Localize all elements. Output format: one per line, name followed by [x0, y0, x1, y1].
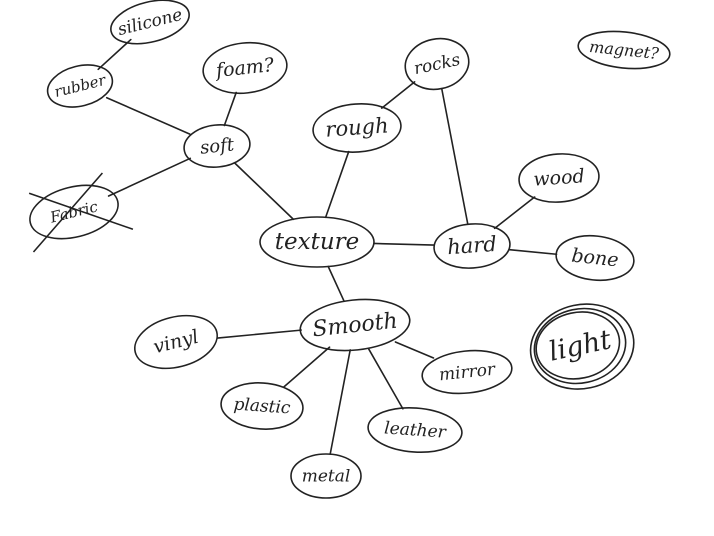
node-mirror-label: mirror [438, 360, 497, 386]
node-foam-label: foam? [213, 54, 276, 82]
node-vinyl: vinyl [134, 314, 218, 370]
node-light-outline [533, 307, 627, 385]
edge-rocks-rough [380, 81, 416, 109]
node-smooth: Smooth [299, 298, 411, 352]
node-rubber-label: rubber [53, 71, 109, 101]
node-soft: soft [183, 124, 251, 168]
node-fabric-strike-1 [32, 172, 104, 253]
edge-soft-texture [234, 162, 295, 221]
node-foam: foam? [202, 41, 288, 95]
node-light-outer-outline [529, 303, 635, 390]
node-soft-label: soft [199, 134, 236, 159]
node-magnet-outline [577, 30, 671, 70]
node-rubber: rubber [46, 64, 114, 108]
node-rough: rough [312, 103, 402, 153]
node-metal-label: metal [302, 467, 351, 487]
node-plastic: plastic [220, 382, 304, 430]
node-silicone: silicone [110, 0, 190, 45]
node-magnet: magnet? [577, 30, 671, 70]
node-smooth-label: Smooth [311, 309, 399, 343]
edge-texture-smooth [327, 265, 345, 302]
edge-smooth-leather [368, 348, 404, 410]
node-vinyl-label: vinyl [151, 326, 201, 358]
node-plastic-label: plastic [233, 395, 292, 419]
node-texture-outline [259, 216, 375, 268]
node-light-label: light [546, 324, 614, 367]
edge-smooth-plastic [283, 346, 331, 388]
node-smooth-outline [299, 298, 411, 352]
node-hard-label: hard [446, 232, 497, 259]
node-rocks-outline [404, 37, 470, 91]
edge-rubber-soft [105, 96, 191, 135]
node-metal-outline [290, 453, 362, 499]
edge-wood-hard [493, 196, 536, 230]
edge-vinyl-smooth [216, 329, 302, 339]
node-leather-label: leather [384, 418, 448, 442]
node-fabric: Fabric [28, 172, 134, 253]
node-soft-outline [183, 124, 251, 168]
edge-foam-soft [223, 91, 238, 127]
node-mirror: mirror [421, 349, 513, 395]
node-texture: texture [259, 216, 375, 268]
node-vinyl-outline [134, 314, 218, 370]
edge-layer [97, 38, 558, 455]
node-wood: wood [518, 153, 600, 203]
node-metal: metal [290, 453, 362, 499]
node-plastic-outline [220, 382, 304, 430]
node-magnet-label: magnet? [588, 37, 660, 63]
node-texture-label: texture [275, 229, 360, 255]
node-light-inner-outline [535, 311, 621, 380]
node-fabric-outline [29, 184, 119, 240]
edge-bone-hard [508, 248, 558, 256]
node-bone-label: bone [570, 245, 619, 272]
node-rocks-label: rocks [412, 50, 462, 79]
node-wood-outline [518, 153, 600, 203]
node-leather-outline [367, 407, 463, 453]
node-rough-outline [312, 103, 402, 153]
node-light: light [529, 303, 635, 390]
node-hard: hard [433, 223, 511, 269]
edge-fabric-soft [107, 157, 192, 197]
node-rubber-outline [46, 64, 114, 108]
edge-texture-hard [373, 242, 435, 246]
edge-smooth-mirror [394, 341, 435, 359]
node-foam-outline [202, 41, 288, 95]
node-rough-label: rough [325, 113, 390, 141]
node-bone: bone [555, 234, 635, 282]
edge-rocks-hard [440, 87, 469, 225]
node-hard-outline [433, 223, 511, 269]
node-wood-label: wood [533, 165, 586, 191]
edge-silicone-rubber [97, 38, 132, 71]
edge-rough-texture [324, 150, 350, 219]
node-fabric-strike-2 [28, 192, 134, 231]
node-bone-outline [555, 234, 635, 282]
edge-smooth-metal [329, 349, 352, 455]
node-leather: leather [367, 407, 463, 453]
node-rocks: rocks [404, 37, 470, 91]
node-mirror-outline [421, 349, 513, 395]
